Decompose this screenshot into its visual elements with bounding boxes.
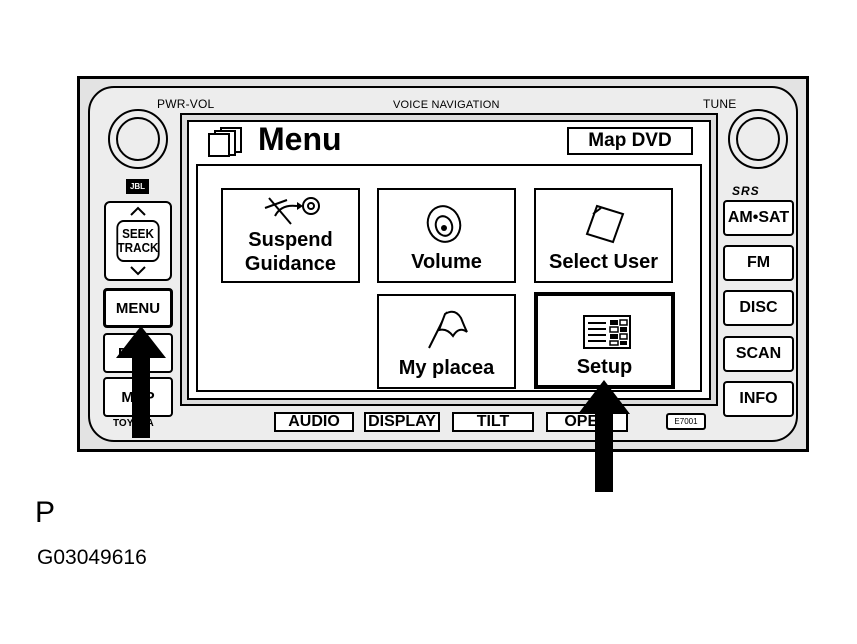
tilt-button[interactable]: TILT (452, 412, 534, 432)
pwr-vol-knob[interactable] (108, 109, 168, 169)
arrow-up-icon (578, 380, 630, 492)
seek-track-label: SEEK TRACK (116, 220, 160, 262)
my-places-button[interactable]: My placea (377, 294, 516, 389)
chevron-up-icon (130, 206, 146, 216)
arrow-up-icon (116, 326, 166, 438)
audio-button[interactable]: AUDIO (274, 412, 354, 432)
my-places-label: My placea (398, 357, 495, 379)
right-brand-label: SRS (732, 184, 760, 198)
tune-knob[interactable] (728, 109, 788, 169)
volume-button[interactable]: Volume (377, 188, 516, 283)
page-title: Menu (258, 121, 342, 157)
seek-label: SEEK (122, 226, 154, 241)
info-button[interactable]: INFO (723, 381, 794, 417)
chevron-down-icon (130, 266, 146, 276)
select-user-label: Select User (549, 251, 658, 273)
volume-label: Volume (411, 251, 482, 273)
model-code-label: E7001 (666, 413, 706, 430)
suspend-guidance-icon (264, 197, 320, 225)
settings-panel-icon (583, 315, 631, 349)
menu-button[interactable]: MENU (103, 288, 173, 328)
card-icon (585, 204, 625, 244)
tune-label: TUNE (703, 97, 737, 111)
am-sat-button[interactable]: AM•SAT (723, 200, 794, 236)
track-label: TRACK (117, 240, 159, 255)
setup-label: Setup (576, 356, 633, 378)
menu-pages-icon (208, 127, 242, 157)
flag-icon (428, 310, 468, 349)
disc-button[interactable]: DISC (723, 290, 794, 326)
jbl-logo: JBL (126, 179, 149, 194)
seek-track-button[interactable]: SEEK TRACK (104, 201, 172, 281)
fm-button[interactable]: FM (723, 245, 794, 281)
voice-navigation-label: VOICE NAVIGATION (393, 99, 500, 111)
scan-button[interactable]: SCAN (723, 336, 794, 372)
figure-code: G03049616 (37, 546, 147, 569)
suspend-guidance-label: Suspend Guidance (244, 229, 337, 275)
pwr-vol-label: PWR-VOL (157, 97, 215, 111)
select-user-button[interactable]: Select User (534, 188, 673, 283)
map-dvd-button[interactable]: Map DVD (567, 127, 693, 155)
figure-letter: P (35, 496, 56, 529)
setup-button[interactable]: Setup (534, 292, 675, 389)
display-button[interactable]: DISPLAY (364, 412, 440, 432)
suspend-guidance-button[interactable]: Suspend Guidance (221, 188, 360, 283)
speaker-icon (426, 205, 462, 243)
